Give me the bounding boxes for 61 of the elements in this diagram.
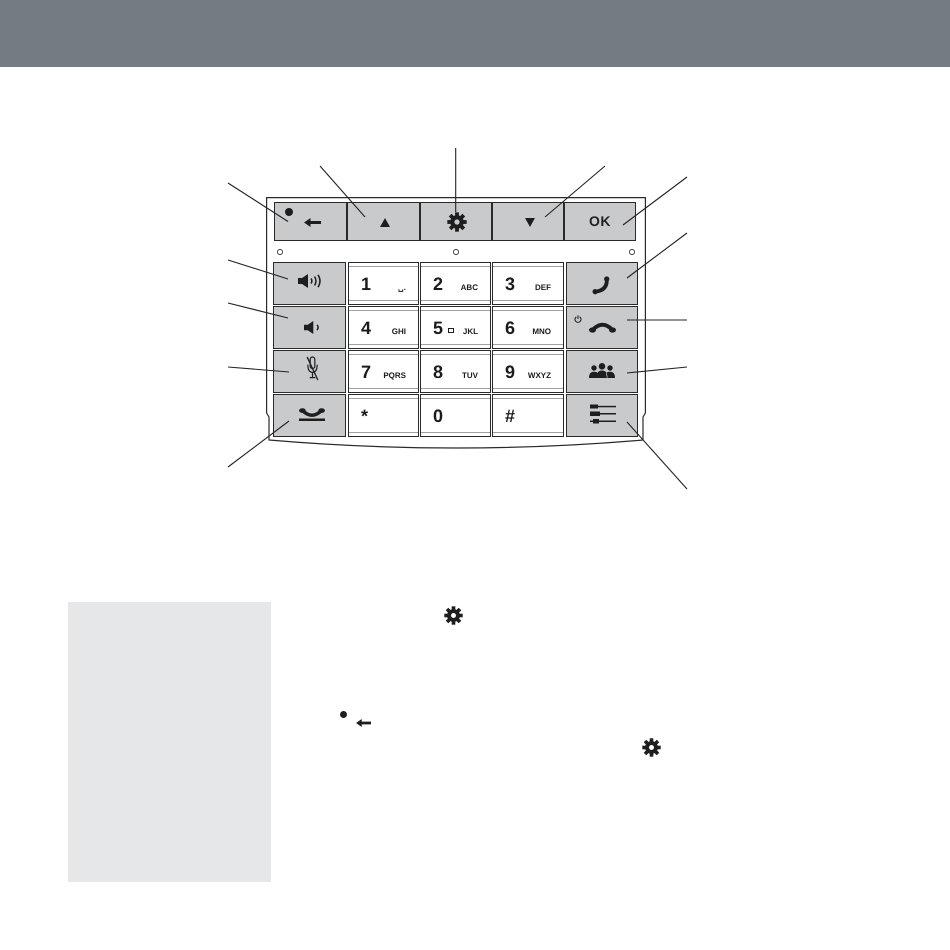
key-digit: # bbox=[505, 406, 516, 426]
key-letters: ␣. bbox=[398, 283, 406, 292]
key-letters: GHI bbox=[392, 327, 406, 336]
leader-line bbox=[228, 366, 290, 373]
leader-line bbox=[455, 148, 456, 212]
key-letters: TUV bbox=[462, 371, 478, 380]
key-digit: 5 bbox=[433, 318, 444, 338]
keypad-key bbox=[492, 394, 564, 437]
key-digit: 2 bbox=[433, 274, 444, 294]
function-key bbox=[273, 394, 346, 437]
key-letters: PQRS bbox=[383, 371, 406, 380]
function-key bbox=[566, 306, 638, 349]
leader-line bbox=[626, 422, 688, 490]
keypad-key bbox=[492, 350, 564, 393]
function-key bbox=[564, 202, 636, 241]
function-key bbox=[274, 202, 347, 241]
keypad-body bbox=[266, 197, 646, 449]
key-letters: WXYZ bbox=[528, 371, 551, 380]
function-key bbox=[273, 350, 346, 393]
keypad-key bbox=[348, 350, 419, 393]
keypad-key bbox=[348, 306, 419, 349]
keypad-key bbox=[420, 394, 491, 437]
leader-line bbox=[622, 176, 688, 226]
leader-line bbox=[627, 319, 687, 321]
key-digit: 0 bbox=[433, 406, 444, 426]
leader-line bbox=[228, 182, 288, 222]
leader-line bbox=[544, 166, 606, 218]
key-digit: 6 bbox=[505, 318, 516, 338]
key-digit: 8 bbox=[433, 362, 444, 382]
key-digit: 4 bbox=[361, 318, 372, 338]
function-key bbox=[566, 350, 638, 393]
leader-line bbox=[228, 420, 290, 468]
function-key bbox=[420, 202, 492, 241]
key-letters: ABC bbox=[460, 283, 478, 292]
function-key bbox=[273, 306, 346, 349]
leader-line bbox=[320, 166, 366, 218]
key-letters: MNO bbox=[532, 327, 551, 336]
key-digit: * bbox=[361, 406, 368, 426]
keypad-key bbox=[420, 306, 491, 349]
function-key bbox=[273, 262, 346, 305]
key-digit: 7 bbox=[361, 362, 372, 382]
key-letters: JKL bbox=[462, 327, 478, 336]
function-key bbox=[347, 202, 420, 241]
keypad-key bbox=[492, 306, 564, 349]
leader-line bbox=[626, 366, 688, 374]
keypad-key bbox=[420, 350, 491, 393]
function-key bbox=[566, 262, 638, 305]
function-key bbox=[492, 202, 564, 241]
keypad-key bbox=[348, 394, 419, 437]
key-letters: DEF bbox=[535, 283, 551, 292]
function-key bbox=[566, 394, 638, 437]
leader-line bbox=[228, 302, 288, 319]
keypad-key bbox=[348, 262, 419, 305]
key-digit: 3 bbox=[505, 274, 516, 294]
key-label: OK bbox=[589, 213, 611, 230]
keypad-key bbox=[492, 262, 564, 305]
key-digit: 1 bbox=[361, 274, 372, 294]
leader-line bbox=[626, 232, 688, 278]
keypad-key bbox=[420, 262, 491, 305]
leader-line bbox=[228, 259, 288, 280]
key-digit: 9 bbox=[505, 362, 516, 382]
